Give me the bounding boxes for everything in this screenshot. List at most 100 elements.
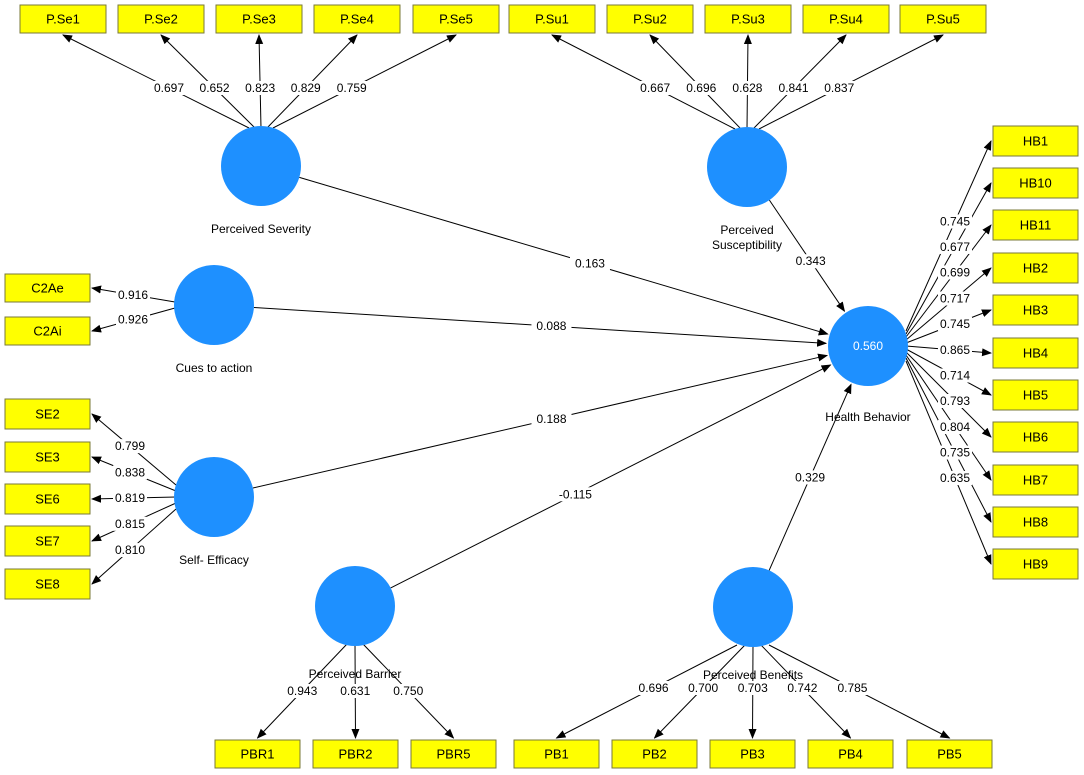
latent-severity[interactable] [221, 126, 301, 206]
indicator-se6[interactable]: SE6 [4, 483, 91, 515]
svg-text:0.088: 0.088 [536, 319, 566, 333]
indicator-p-su2[interactable]: P.Su2 [606, 4, 694, 34]
indicator-p-se3[interactable]: P.Se3 [215, 4, 303, 34]
latent-susceptibility[interactable] [707, 127, 787, 207]
indicator-box [992, 294, 1079, 326]
indicator-se2[interactable]: SE2 [4, 398, 91, 430]
loading-value-hb8: 0.735 [940, 446, 970, 460]
indicator-pbr5[interactable]: PBR5 [410, 739, 497, 769]
latent-label: Self- Efficacy [179, 553, 249, 567]
svg-text:0.745: 0.745 [940, 317, 970, 331]
indicator-box [606, 4, 694, 34]
indicator-se3[interactable]: SE3 [4, 441, 91, 473]
indicator-pb5[interactable]: PB5 [906, 739, 993, 769]
svg-text:0.717: 0.717 [940, 291, 970, 305]
indicator-p-se1[interactable]: P.Se1 [19, 4, 107, 34]
path-coefficient-severity: 0.163 [575, 257, 605, 271]
latent-efficacy[interactable] [174, 457, 254, 537]
indicator-box [214, 739, 301, 769]
indicator-pb1[interactable]: PB1 [513, 739, 600, 769]
indicator-se7[interactable]: SE7 [4, 525, 91, 557]
indicator-p-su3[interactable]: P.Su3 [704, 4, 792, 34]
svg-text:0.829: 0.829 [291, 81, 321, 95]
indicator-box [992, 252, 1079, 284]
svg-text:0.677: 0.677 [940, 240, 970, 254]
svg-text:0.700: 0.700 [688, 681, 718, 695]
loading-label-bg [113, 491, 147, 506]
latent-cues[interactable] [174, 265, 254, 345]
indicator-hb2[interactable]: HB2 [992, 252, 1079, 284]
svg-text:-0.115: -0.115 [559, 487, 592, 501]
edges-layer [62, 34, 992, 739]
loading-value-hb10: 0.677 [940, 240, 970, 254]
indicator-box [992, 167, 1079, 199]
loading-label-bg [116, 287, 150, 302]
indicator-pb2[interactable]: PB2 [611, 739, 698, 769]
path-coefficient-efficacy: 0.188 [536, 412, 566, 426]
indicator-hb1[interactable]: HB1 [992, 125, 1079, 157]
path-coefficient-susceptibility: 0.343 [796, 254, 826, 268]
indicator-p-su4[interactable]: P.Su4 [802, 4, 890, 34]
indicator-box [704, 4, 792, 34]
indicator-hb7[interactable]: HB7 [992, 464, 1079, 496]
indicator-hb10[interactable]: HB10 [992, 167, 1079, 199]
latent-benefits[interactable] [713, 567, 793, 647]
indicator-label: PB1 [544, 747, 569, 762]
indicator-hb5[interactable]: HB5 [992, 379, 1079, 411]
loading-label-bg [338, 684, 373, 698]
indicator-p-se5[interactable]: P.Se5 [412, 4, 500, 34]
indicator-pbr2[interactable]: PBR2 [312, 739, 399, 769]
loading-label-bg [776, 81, 811, 95]
latent-label-line: Perceived [720, 223, 773, 237]
indicator-label: P.Se2 [144, 12, 178, 27]
indicator-p-su5[interactable]: P.Su5 [899, 4, 987, 34]
indicator-box [802, 4, 890, 34]
indicator-box [992, 548, 1079, 580]
indicator-box [906, 739, 993, 769]
indicator-label: P.Se1 [46, 12, 80, 27]
loading-value-pbr5: 0.750 [393, 684, 423, 698]
indicator-c2ae[interactable]: C2Ae [4, 273, 91, 303]
path-coefficient-benefits: 0.329 [795, 470, 825, 484]
indicator-hb6[interactable]: HB6 [992, 421, 1079, 453]
loading-value-p-se5: 0.759 [337, 81, 367, 95]
indicator-se8[interactable]: SE8 [4, 568, 91, 600]
loading-edge-hb11 [905, 224, 992, 338]
loading-value-se3: 0.838 [115, 465, 145, 479]
loading-value-hb7: 0.804 [940, 420, 970, 434]
indicator-hb4[interactable]: HB4 [992, 337, 1079, 369]
loading-label-bg [938, 394, 972, 408]
indicator-p-se2[interactable]: P.Se2 [117, 4, 205, 34]
indicator-pb3[interactable]: PB3 [709, 739, 796, 769]
indicator-p-su1[interactable]: P.Su1 [508, 4, 596, 34]
indicator-hb11[interactable]: HB11 [992, 209, 1079, 241]
indicator-box [513, 739, 600, 769]
indicator-c2ai[interactable]: C2Ai [4, 316, 91, 346]
svg-text:0.742: 0.742 [787, 681, 817, 695]
indicator-hb3[interactable]: HB3 [992, 294, 1079, 326]
svg-text:0.628: 0.628 [732, 81, 762, 95]
indicator-box [4, 441, 91, 473]
indicator-label: HB11 [1020, 218, 1052, 233]
loading-value-p-su1: 0.667 [640, 81, 670, 95]
indicator-hb8[interactable]: HB8 [992, 506, 1079, 538]
indicator-box [709, 739, 796, 769]
path-edge-severity-to-behavior [299, 176, 829, 336]
loading-label-bg [285, 684, 320, 698]
indicator-label: PBR1 [241, 747, 275, 762]
latent-circle [315, 566, 395, 646]
indicator-label: PB4 [838, 747, 863, 762]
svg-text:0.735: 0.735 [940, 446, 970, 460]
latent-barrier[interactable] [315, 566, 395, 646]
svg-text:0.343: 0.343 [796, 254, 826, 268]
latent-behavior[interactable]: 0.560 [828, 306, 908, 386]
svg-text:0.841: 0.841 [779, 81, 809, 95]
indicator-hb9[interactable]: HB9 [992, 548, 1079, 580]
indicator-pb4[interactable]: PB4 [807, 739, 894, 769]
svg-text:0.815: 0.815 [115, 517, 145, 531]
indicator-box [899, 4, 987, 34]
indicator-pbr1[interactable]: PBR1 [214, 739, 301, 769]
loading-value-hb9: 0.635 [940, 471, 970, 485]
indicator-p-se4[interactable]: P.Se4 [313, 4, 401, 34]
indicator-box [313, 4, 401, 34]
